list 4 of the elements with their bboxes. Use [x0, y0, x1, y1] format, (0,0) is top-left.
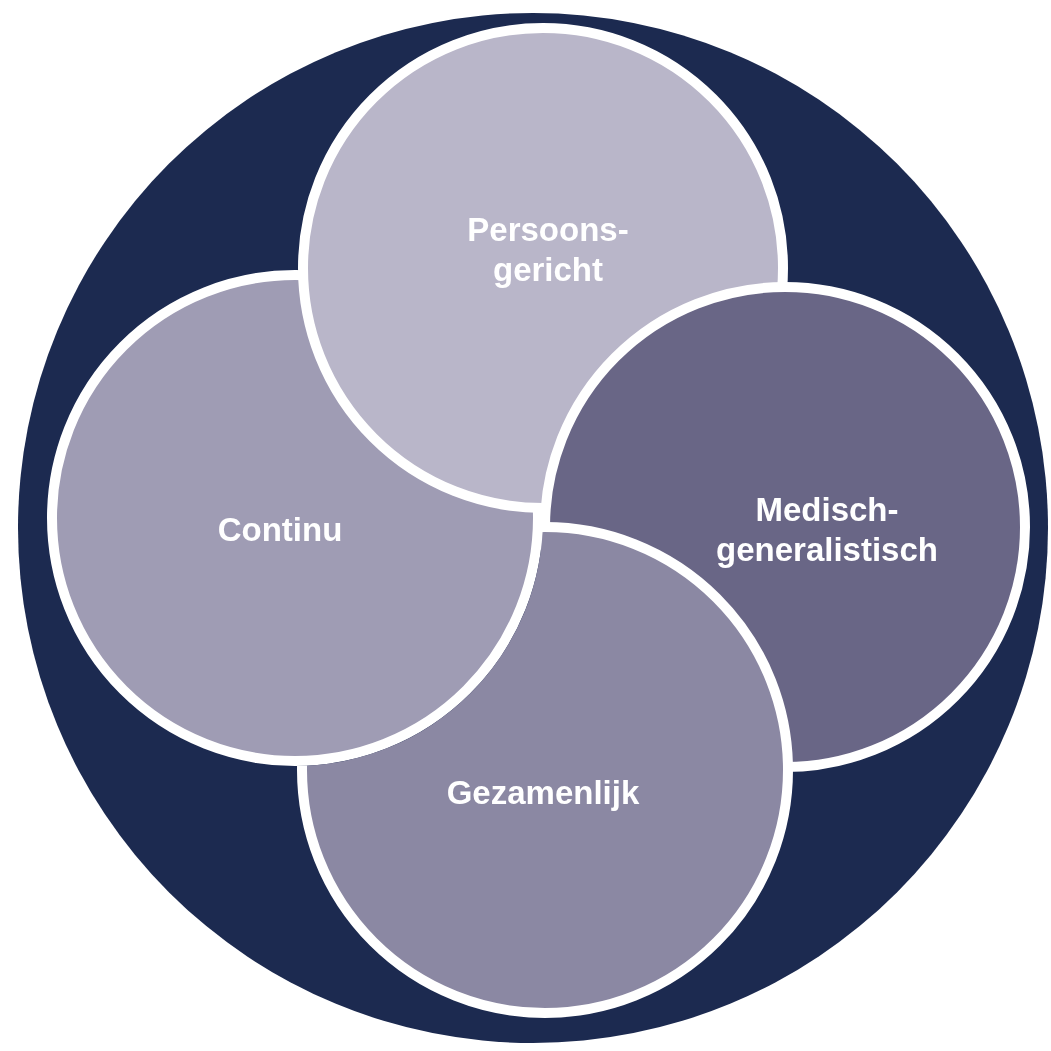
segment-label: Gezamenlijk: [445, 773, 641, 813]
segment-label: Continu: [216, 510, 344, 550]
segment-label: Persoons- gericht: [466, 210, 630, 290]
segment-label: Medisch- generalistisch: [715, 490, 939, 570]
